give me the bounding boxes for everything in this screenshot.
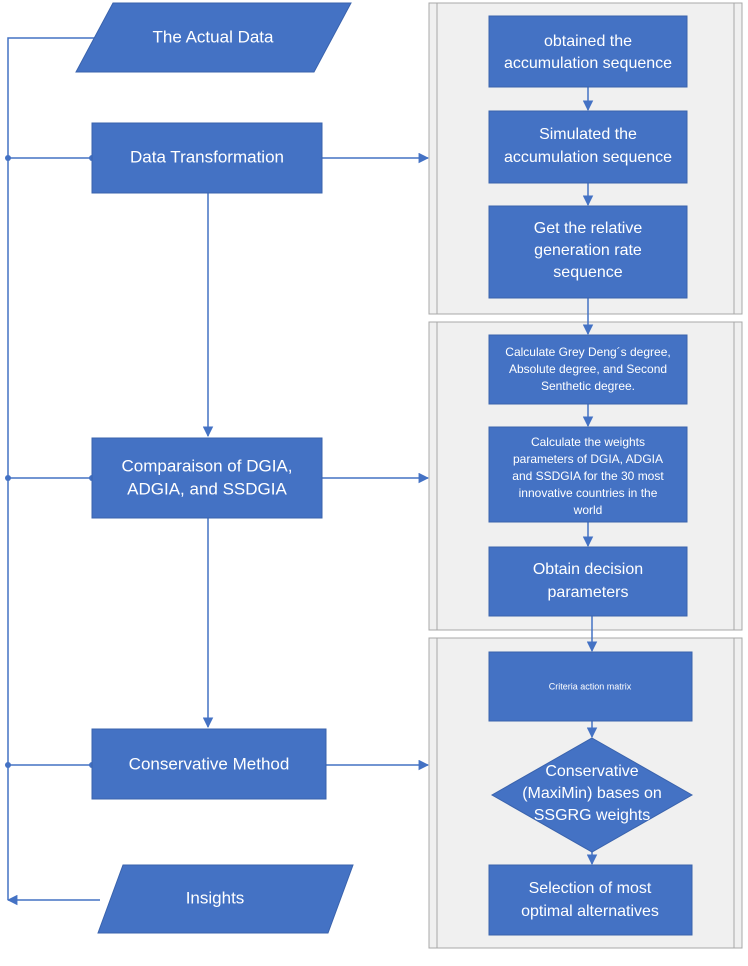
data-transformation-node: Data Transformation [91, 122, 323, 194]
p3-decision-line1: Conservative [545, 763, 638, 780]
p2-step3-node: Obtain decision parameters [488, 546, 688, 617]
insights-label: Insights [186, 888, 245, 907]
connector-dots [5, 155, 95, 768]
p3-decision-node: Conservative (MaxiMin) bases on SSGRG we… [490, 737, 694, 853]
insights-node: Insights [97, 864, 354, 934]
p2-step3-line1: Obtain decision [533, 561, 643, 578]
p1-step2-node: Simulated the accumulation sequence [488, 110, 688, 184]
p2-step2-line3: and SSDGIA for the 30 most [512, 469, 664, 483]
p3-decision-line3: SSGRG weights [534, 807, 650, 824]
p1-step1-node: obtained the accumulation sequence [488, 15, 688, 88]
p2-step2-line2: parameters of DGIA, ADGIA [513, 452, 663, 466]
p2-step1-line2: Absolute degree, and Second [509, 362, 667, 376]
comparison-label-line1: Comparaison of DGIA, [121, 456, 292, 475]
p1-step1-line2: accumulation sequence [504, 55, 672, 72]
comparison-label-line2: ADGIA, and SSDGIA [127, 479, 287, 498]
actual-data-node: The Actual Data [75, 2, 352, 73]
p1-step3-line1: Get the relative [534, 220, 643, 237]
p1-step3-node: Get the relative generation rate sequenc… [488, 205, 688, 299]
comparison-node: Comparaison of DGIA, ADGIA, and SSDGIA [91, 437, 323, 519]
conservative-method-node: Conservative Method [91, 728, 327, 800]
p3-step1-node: Criteria action matrix [488, 651, 693, 722]
p3-step1-label: Criteria action matrix [549, 681, 632, 691]
p1-step2-line2: accumulation sequence [504, 149, 672, 166]
p3-step3-node: Selection of most optimal alternatives [488, 864, 693, 936]
p1-step2-line1: Simulated the [539, 126, 637, 143]
p2-step1-node: Calculate Grey Deng´s degree, Absolute d… [488, 334, 688, 405]
p2-step1-line3: Senthetic degree. [541, 379, 635, 393]
p2-step2-line1: Calculate the weights [531, 435, 645, 449]
p1-step3-line3: sequence [553, 264, 622, 281]
actual-data-label: The Actual Data [153, 27, 275, 46]
p3-step3-line1: Selection of most [529, 880, 652, 897]
feedback-line [7, 37, 95, 900]
p2-step2-line5: world [573, 503, 603, 517]
p2-step2-line4: innovative countries in the [519, 486, 658, 500]
p2-step3-line2: parameters [548, 584, 629, 601]
p2-step1-line1: Calculate Grey Deng´s degree, [505, 345, 670, 359]
conservative-method-label: Conservative Method [129, 754, 290, 773]
p3-decision-line2: (MaxiMin) bases on [522, 785, 662, 802]
p1-step1-line1: obtained the [544, 33, 632, 50]
p2-step2-node: Calculate the weights parameters of DGIA… [488, 426, 688, 523]
data-transformation-label: Data Transformation [130, 147, 284, 166]
p3-step3-line2: optimal alternatives [521, 903, 659, 920]
p1-step3-line2: generation rate [534, 242, 642, 259]
connectors [6, 37, 598, 906]
